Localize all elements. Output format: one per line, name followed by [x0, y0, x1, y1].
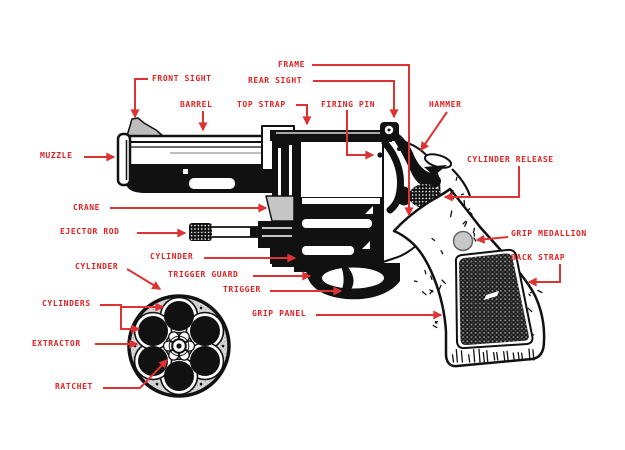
arrow-frame: [312, 64, 414, 217]
trigger-art: [341, 266, 354, 294]
hammer-art: [391, 134, 453, 189]
arrow-cylinder-front: [126, 268, 162, 290]
chamber: [138, 316, 169, 346]
label-grip-panel: GRIP PANEL: [252, 309, 307, 318]
chamber: [189, 316, 220, 346]
label-cylinders: CYLINDERS: [42, 299, 91, 308]
wood-grain-texture: [413, 176, 543, 363]
label-rear-sight: REAR SIGHT: [248, 76, 303, 85]
label-back-strap: BACK STRAP: [511, 253, 566, 262]
label-extractor: EXTRACTOR: [32, 339, 81, 348]
chamber: [164, 361, 194, 391]
rear-sight-art: [380, 122, 399, 142]
arrow-grip-medallion: [475, 234, 509, 244]
arrow-hammer: [420, 111, 448, 152]
label-hammer: HAMMER: [429, 100, 462, 109]
face-dot: [133, 344, 137, 348]
arrow-cylinders: [120, 307, 141, 334]
label-barrel: BARREL: [180, 100, 213, 109]
label-firing-pin: FIRING PIN: [321, 100, 376, 109]
label-crane: CRANE: [73, 203, 101, 212]
face-dot: [155, 382, 159, 386]
barrel-art: [120, 134, 274, 193]
arrow-front-sight: [130, 78, 148, 119]
arrow-back-strap: [527, 264, 561, 287]
face-dot: [199, 382, 203, 386]
grip-panel-art: [454, 248, 534, 350]
label-frame: FRAME: [278, 60, 306, 69]
revolver-side-view: [116, 117, 546, 368]
label-cylinder-release: CYLINDER RELEASE: [467, 155, 554, 164]
label-cylinder-front: CYLINDER: [75, 262, 119, 271]
front-sight-art: [126, 117, 164, 137]
cylinder-face-art: [127, 294, 231, 398]
ejector-rod-art: [189, 223, 259, 241]
arrow-rear-sight: [313, 80, 399, 119]
chamber: [138, 346, 169, 376]
firing-pin-art: [377, 152, 383, 158]
arrow-top-strap: [296, 104, 312, 126]
arrow-cylinder-release: [443, 166, 520, 202]
arrow-firing-pin: [346, 110, 375, 160]
face-dot: [199, 306, 203, 310]
label-trigger: TRIGGER: [223, 285, 261, 294]
chamber: [164, 301, 194, 331]
arrow-cylinders: [100, 302, 165, 312]
muzzle-art: [116, 132, 132, 187]
label-ratchet: RATCHET: [55, 382, 93, 391]
label-cylinder-side: CYLINDER: [150, 252, 194, 261]
arrow-ratchet: [103, 359, 168, 389]
callout-arrows: [84, 64, 561, 389]
crane-art: [258, 195, 300, 264]
chambers: [138, 301, 220, 391]
label-front-sight: FRONT SIGHT: [152, 74, 212, 83]
label-ejector-rod: EJECTOR ROD: [60, 227, 120, 236]
top-strap-art: [270, 130, 398, 141]
chamber: [189, 346, 220, 376]
label-muzzle: MUZZLE: [40, 151, 73, 160]
cylinder-side-art: [299, 140, 384, 268]
grip-medallion-art: [452, 230, 474, 252]
label-top-strap: TOP STRAP: [237, 100, 286, 109]
face-dot: [221, 344, 225, 348]
label-trigger-guard: TRIGGER GUARD: [168, 270, 239, 279]
label-grip-medallion: GRIP MEDALLION: [511, 229, 587, 238]
